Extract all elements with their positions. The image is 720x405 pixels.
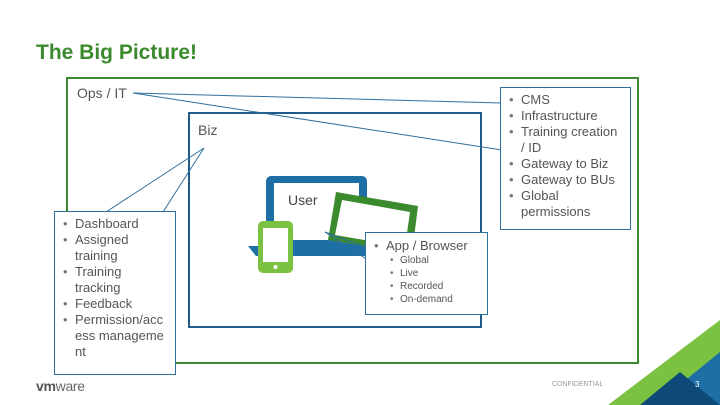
user-label: User [288,192,318,208]
confidential-label: CONFIDENTIAL [552,381,604,388]
user-sub-item: Global [388,254,481,267]
slide-title: The Big Picture! [36,41,198,64]
ops-item: Training creation / ID [507,124,624,156]
user-sub-item: Live [388,267,481,280]
corner-decoration [640,372,720,405]
ops-connector-line [132,92,516,153]
ops-connector-line [132,92,502,104]
biz-connector-line [162,147,205,213]
biz-connector-line [105,147,205,213]
biz-item: Assigned training [61,232,169,264]
user-callout: App / Browser Global Live Recorded On-de… [365,232,488,315]
ops-item: CMS [507,92,624,108]
biz-item: Training tracking [61,264,169,296]
ops-item: Gateway to Biz [507,156,624,172]
user-sub-item: On-demand [388,293,481,306]
phone-icon [258,221,293,273]
ops-item: Global permissions [507,188,624,220]
ops-item: Infrastructure [507,108,624,124]
biz-callout: Dashboard Assigned training Training tra… [54,211,176,375]
biz-item: Feedback [61,296,169,312]
ops-item: Gateway to BUs [507,172,624,188]
ops-it-label: Ops / IT [77,85,127,101]
biz-container [188,112,482,328]
biz-label: Biz [198,122,218,138]
vmware-logo: vmware [36,378,85,394]
page-number: 3 [695,380,700,389]
logo-prefix: vm [36,378,56,394]
biz-item: Dashboard [61,216,169,232]
user-connector-line [324,231,369,261]
user-connector-line [324,231,369,249]
app-browser-label: App / Browser [386,238,468,253]
app-browser-item: App / Browser [372,237,481,254]
biz-item: Permission/access management [61,312,169,360]
ops-callout: CMS Infrastructure Training creation / I… [500,87,631,230]
user-sub-item: Recorded [388,280,481,293]
logo-suffix: ware [55,378,85,394]
